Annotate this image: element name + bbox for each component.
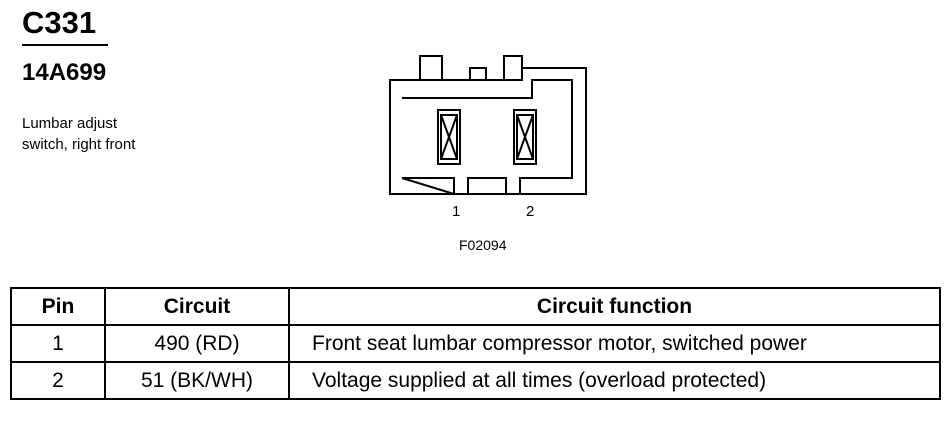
table-row: 1 490 (RD) Front seat lumbar compressor … [10, 324, 941, 363]
pin-label-2: 2 [526, 203, 535, 220]
part-number: 14A699 [22, 59, 107, 86]
connector-description: Lumbar adjust switch, right front [22, 113, 222, 155]
locking-tab-right [503, 55, 523, 81]
header-circuit: Circuit [104, 287, 290, 326]
pin-label-1: 1 [452, 203, 461, 220]
connector-id: C331 [22, 5, 97, 40]
locking-tab-center [469, 67, 487, 81]
header-circuit-function: Circuit function [288, 287, 941, 326]
locking-tab-left [419, 55, 443, 81]
cell-circuit: 51 (BK/WH) [104, 361, 290, 400]
cell-pin: 1 [10, 324, 106, 363]
table-header-row: Pin Circuit Circuit function [10, 287, 941, 326]
description-line-1: Lumbar adjust [22, 115, 118, 132]
pinout-table: Pin Circuit Circuit function 1 490 (RD) … [10, 287, 941, 400]
cell-pin: 2 [10, 361, 106, 400]
terminal-2 [513, 109, 537, 165]
figure-code: F02094 [459, 237, 507, 253]
cell-circuit: 490 (RD) [104, 324, 290, 363]
connector-housing-outer [389, 67, 587, 195]
cell-circuit-function: Front seat lumbar compressor motor, swit… [288, 324, 941, 363]
connector-face-diagram [389, 55, 587, 196]
description-line-2: switch, right front [22, 136, 136, 153]
table-row: 2 51 (BK/WH) Voltage supplied at all tim… [10, 361, 941, 400]
connector-housing-inner [401, 79, 573, 196]
cell-circuit-function: Voltage supplied at all times (overload … [288, 361, 941, 400]
title-underline [22, 44, 108, 46]
terminal-1 [437, 109, 461, 165]
header-pin: Pin [10, 287, 106, 326]
